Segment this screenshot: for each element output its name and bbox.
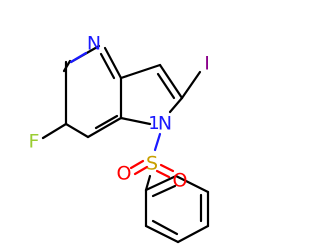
- bond-c3-c2: [158, 63, 184, 100]
- bond-c7-c7a: [86, 116, 123, 139]
- atom-oxygen-left: O: [117, 163, 132, 185]
- bond-s-o-right-b: [155, 169, 171, 179]
- phenyl-bond-5-double: [151, 219, 179, 236]
- bond-c3a-n: [103, 46, 123, 80]
- phenyl-bond-1: [144, 174, 178, 192]
- pyrrole-ring: [119, 63, 184, 126]
- atom-n-pyrrole-number: 1: [148, 113, 159, 134]
- bond-c3a-n-double: [99, 52, 116, 80]
- bond-c6-c7: [64, 122, 90, 139]
- bond-s-o-left-b: [133, 165, 149, 176]
- phenyl-ring: [144, 174, 210, 244]
- phenyl-bond-2: [174, 174, 210, 194]
- bond-n1-s: [153, 132, 162, 152]
- atom-iodine: I: [204, 53, 210, 75]
- bond-c4-n: [69, 51, 88, 64]
- bond-c3a-c3: [119, 63, 162, 80]
- bond-s-phenyl: [144, 174, 152, 192]
- atom-n-pyridine: N: [87, 33, 101, 55]
- atom-sulfur: S: [146, 153, 158, 175]
- atom-fluorine: F: [29, 131, 40, 153]
- phenyl-bond-1-double: [151, 184, 177, 198]
- molecule-structure: N 1 N F I S O O: [29, 33, 210, 244]
- bond-s-o-left-a: [129, 159, 145, 170]
- bond-c7-c7a-double: [94, 114, 119, 130]
- phenyl-bond-5: [144, 224, 180, 244]
- phenyl-bond-4: [176, 224, 210, 244]
- pyridine-ring: [62, 44, 123, 139]
- bond-c7a-n1: [119, 116, 152, 126]
- bond-c3-c2-double: [156, 72, 176, 100]
- bond-c6-f: [41, 122, 68, 140]
- bond-c2-n1: [168, 96, 184, 114]
- bond-c2-i: [180, 70, 202, 100]
- atom-oxygen-right: O: [173, 170, 188, 192]
- bond-s-o-right-a: [159, 163, 175, 173]
- atom-n-pyrrole: N: [158, 113, 172, 135]
